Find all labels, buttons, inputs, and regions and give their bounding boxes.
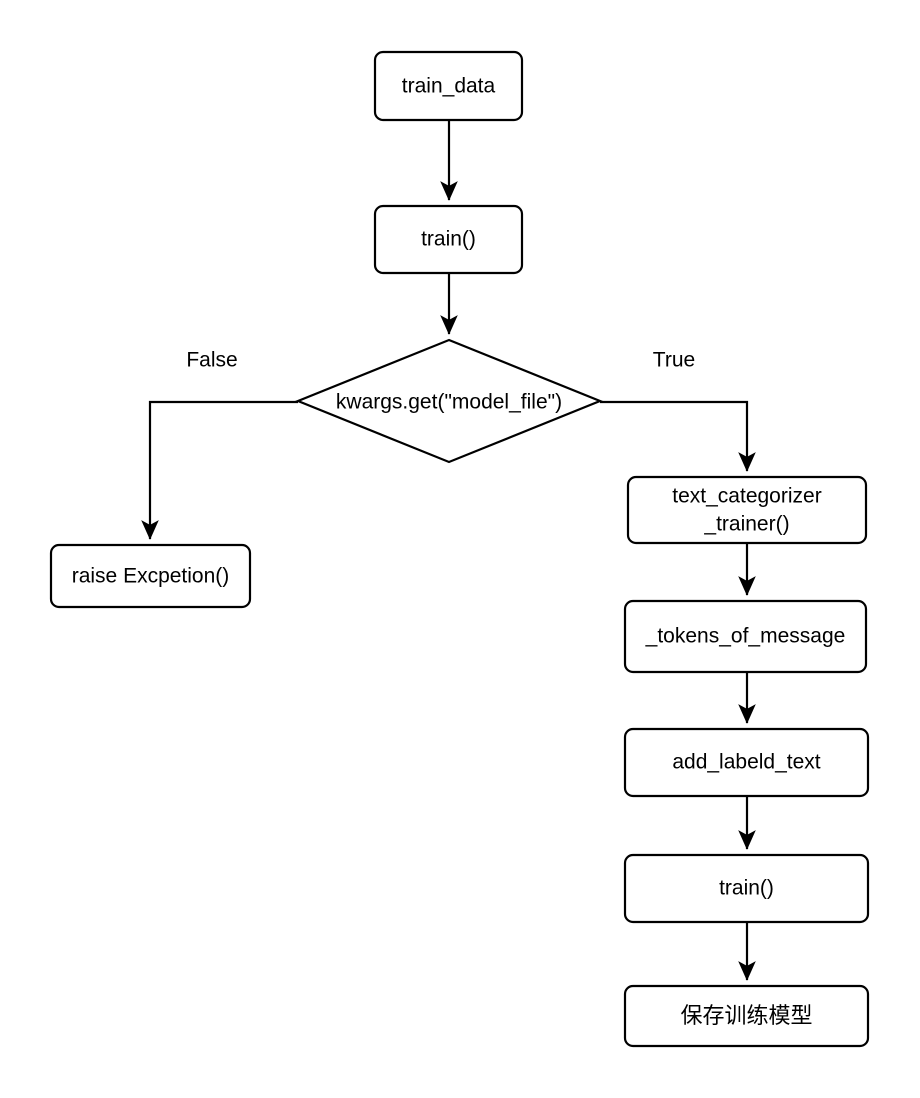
node-train-data[interactable]: train_data — [373, 50, 524, 122]
node-add-labeld-text-label: add_labeld_text — [672, 751, 820, 774]
node-save-model[interactable]: 保存训练模型 — [623, 984, 870, 1048]
node-add-labeld-text[interactable]: add_labeld_text — [623, 727, 870, 798]
node-tokens-of-message-label: _tokens_of_message — [645, 625, 846, 648]
node-train-inner-shape — [623, 853, 870, 924]
node-text-categorizer-trainer[interactable]: text_categorizer _trainer() — [626, 475, 868, 545]
node-decision-shape — [295, 338, 603, 464]
node-save-model-label: 保存训练模型 — [680, 1004, 812, 1029]
node-text-categorizer-trainer-label-line1: text_categorizer — [672, 485, 821, 508]
node-text-categorizer-trainer-label-line2: _trainer() — [703, 513, 789, 536]
edges-layer — [141, 120, 756, 981]
node-train-entry-label: train() — [421, 228, 476, 251]
node-add-labeld-text-shape — [623, 727, 870, 798]
node-decision-kwargs-get-model-file[interactable]: kwargs.get("model_file") — [295, 338, 603, 464]
edge-decision-true-to-text-categorizer — [600, 400, 756, 472]
node-train-data-label: train_data — [402, 75, 496, 98]
node-train-inner-label: train() — [719, 877, 774, 900]
branch-label-false: False — [186, 349, 237, 372]
node-decision-label: kwargs.get("model_file") — [336, 391, 562, 414]
edge-decision-false-to-raise-exception — [141, 400, 298, 540]
node-raise-exception-shape — [49, 543, 252, 609]
node-train-data-shape — [373, 50, 524, 122]
node-train-inner[interactable]: train() — [623, 853, 870, 924]
node-tokens-of-message-shape — [623, 599, 868, 674]
node-text-categorizer-trainer-shape — [626, 475, 868, 545]
node-save-model-shape — [623, 984, 870, 1048]
node-train-entry-shape — [373, 204, 524, 275]
node-raise-exception-label: raise Excpetion() — [72, 565, 230, 588]
node-raise-exception[interactable]: raise Excpetion() — [49, 543, 252, 609]
node-train-entry[interactable]: train() — [373, 204, 524, 275]
node-tokens-of-message[interactable]: _tokens_of_message — [623, 599, 868, 674]
branch-label-true: True — [653, 349, 695, 372]
